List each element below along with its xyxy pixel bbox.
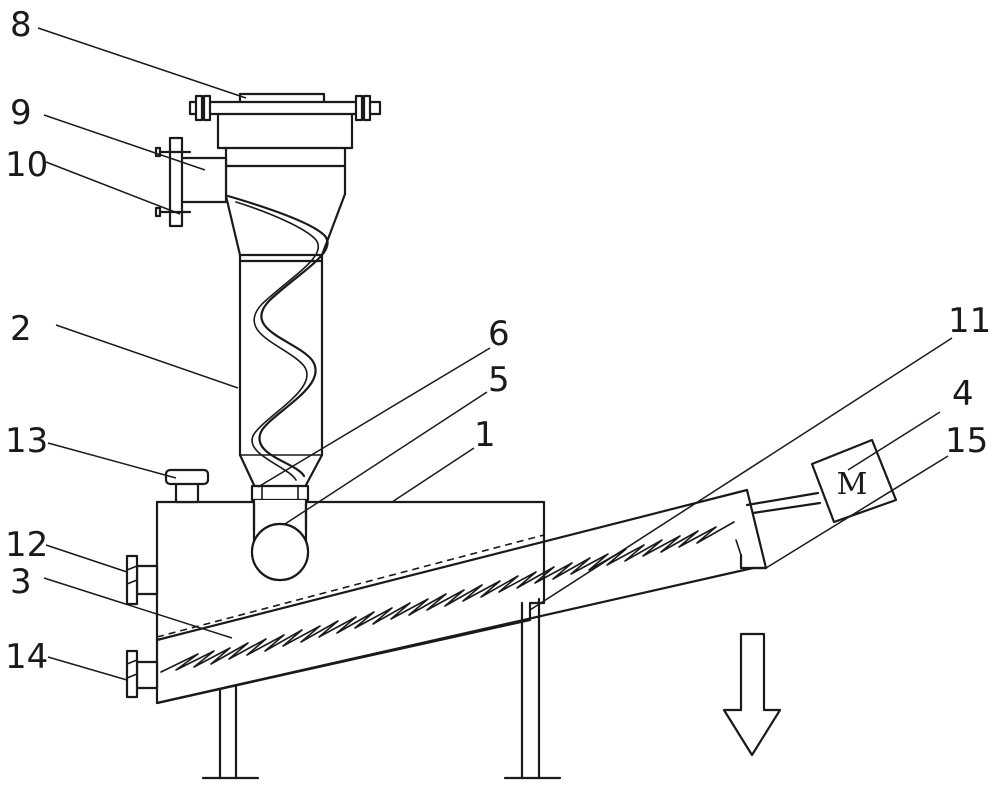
label-3: 3: [10, 562, 32, 602]
leader-lines: [38, 28, 952, 680]
label-4: 4: [952, 374, 974, 414]
side-inlet: [156, 138, 226, 226]
label-2: 2: [10, 309, 32, 349]
separator-head: [218, 114, 352, 255]
label-12: 12: [5, 525, 48, 565]
label-10: 10: [5, 145, 48, 185]
screw-flights: [161, 522, 734, 672]
discharge-arrow: [724, 634, 780, 755]
label-15: 15: [945, 421, 988, 461]
support-leg-left: [203, 687, 258, 778]
motor: M: [812, 440, 896, 522]
label-5: 5: [488, 360, 510, 400]
label-13: 13: [5, 421, 48, 461]
top-valve: [166, 470, 208, 502]
support-leg-right: [505, 599, 560, 778]
spiral-guide: [228, 196, 328, 480]
label-14: 14: [5, 637, 48, 677]
label-6: 6: [488, 314, 510, 354]
side-valve-lower: [127, 651, 157, 697]
label-1: 1: [474, 415, 496, 455]
main-tank: [157, 502, 544, 703]
label-8: 8: [10, 5, 32, 45]
outlet-pipe-front: [252, 500, 308, 580]
motor-symbol: M: [837, 467, 868, 502]
label-9: 9: [10, 93, 32, 133]
label-11: 11: [948, 301, 991, 341]
drive-shaft: [747, 493, 820, 513]
side-valve-upper: [127, 556, 157, 604]
joint-ring: [252, 486, 308, 500]
